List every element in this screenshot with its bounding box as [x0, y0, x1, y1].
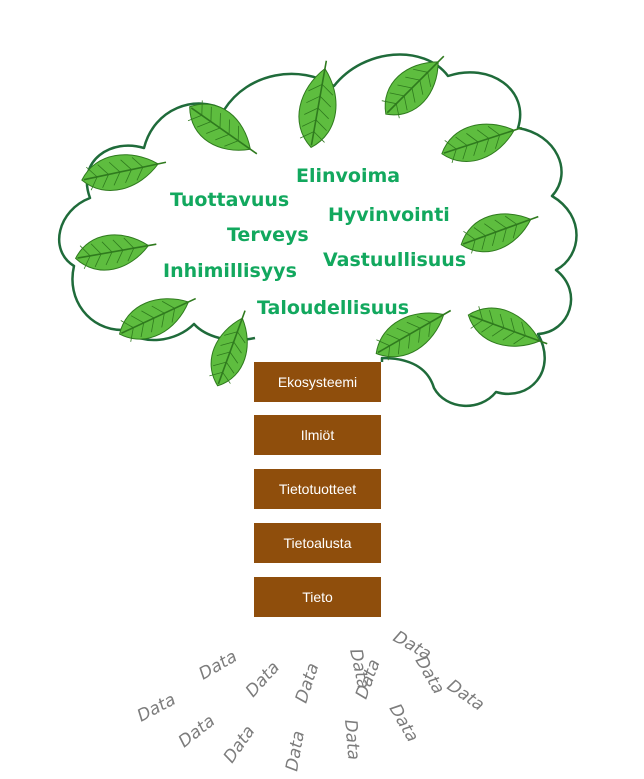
crown-word-taloudellisuus: Taloudellisuus — [257, 297, 409, 319]
trunk-layer-ekosysteemi: Ekosysteemi — [254, 362, 381, 402]
root-data-word: Data — [282, 729, 309, 772]
leaf-icon — [209, 310, 248, 387]
leaf-icon — [298, 60, 337, 149]
leaf-icon — [187, 100, 258, 155]
leaf-icon — [460, 213, 539, 254]
leaf-icon — [375, 309, 452, 361]
root-data-word: Data — [196, 647, 241, 685]
leaf-icon — [74, 234, 157, 271]
root-data-word: Data — [443, 676, 488, 716]
leaf-icon — [81, 154, 167, 191]
root-data-word: Data — [134, 690, 179, 727]
leaf-icon — [441, 123, 522, 163]
trunk-layer-tietotuotteet: Tietotuotteet — [254, 469, 381, 509]
crown-word-vastuullisuus: Vastuullisuus — [323, 249, 466, 271]
trunk-layer-label: Tietoalusta — [284, 535, 352, 551]
leaf-icon — [467, 306, 548, 347]
trunk-layer-tietoalusta: Tietoalusta — [254, 523, 381, 563]
crown-word-hyvinvointi: Hyvinvointi — [328, 204, 450, 226]
root-data-word: Data — [385, 701, 423, 746]
root-data-word: Data — [175, 711, 219, 752]
leaf-icon — [381, 55, 445, 119]
root-data-word: Data — [242, 658, 284, 702]
trunk-layer-label: Ilmiöt — [301, 427, 335, 443]
trunk-layer-ilmiot: Ilmiöt — [254, 415, 381, 455]
root-data-word: Data — [340, 719, 363, 761]
root-data-word: Data — [411, 653, 449, 698]
root-data-word: Data — [292, 661, 324, 706]
trunk-layer-label: Tietotuotteet — [279, 481, 356, 497]
crown-word-tuottavuus: Tuottavuus — [170, 189, 289, 211]
crown-word-inhimillisyys: Inhimillisyys — [163, 260, 297, 282]
trunk-layer-label: Tieto — [302, 589, 333, 605]
crown-word-terveys: Terveys — [227, 224, 309, 246]
leaf-icon — [118, 297, 197, 342]
crown-word-elinvoima: Elinvoima — [296, 165, 400, 187]
root-data-word: Data — [220, 722, 260, 767]
trunk-layer-label: Ekosysteemi — [278, 374, 357, 390]
tree-crown-outline — [57, 53, 578, 407]
trunk-layer-tieto: Tieto — [254, 577, 381, 617]
